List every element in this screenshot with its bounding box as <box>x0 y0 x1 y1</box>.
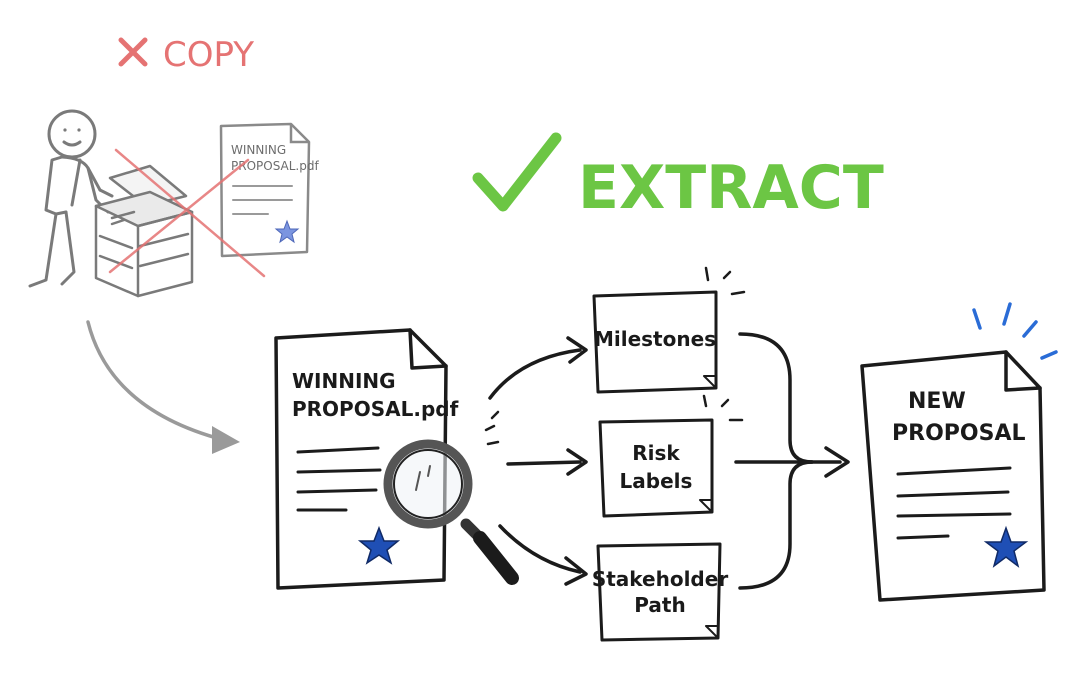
note-risk-line1: Risk <box>632 441 680 465</box>
copy-doc-line1: WINNING <box>231 143 286 157</box>
note-milestones-line1: Milestones <box>594 327 716 351</box>
extract-arrows <box>488 336 588 586</box>
rejected-cross-icon <box>108 148 266 278</box>
new-doc-star-icon <box>983 525 1029 568</box>
new-proposal-document: NEW PROPOSAL <box>860 302 1058 602</box>
new-doc-line1: NEW <box>908 389 966 414</box>
source-doc-star-icon <box>357 525 401 565</box>
copy-doc-star-icon <box>274 219 300 244</box>
sticky-note-stakeholder-path: Stakeholder Path <box>592 542 729 642</box>
spark-marks <box>484 410 500 446</box>
note-risk-line2: Labels <box>620 469 693 493</box>
copy-document-icon: WINNING PROPOSAL.pdf <box>219 122 319 258</box>
copy-label: COPY <box>163 35 254 75</box>
blue-spark-marks <box>972 302 1058 360</box>
photocopier-icon <box>94 164 194 298</box>
check-mark-icon <box>472 132 562 212</box>
merge-arrow <box>734 332 850 590</box>
sticky-note-risk-labels: Risk Labels <box>598 394 744 518</box>
arrow-to-risk-labels <box>506 460 582 466</box>
x-mark-icon <box>118 37 148 67</box>
magnifier-icon <box>383 439 519 585</box>
extract-heading: EXTRACT <box>472 132 884 223</box>
note-stakeholder-line1: Stakeholder <box>592 567 729 591</box>
gray-arrow-icon <box>86 320 240 454</box>
note-stakeholder-line2: Path <box>634 593 685 617</box>
copy-doc-line2: PROPOSAL.pdf <box>231 159 319 173</box>
arrow-to-stakeholder <box>498 524 582 574</box>
source-doc-line1: WINNING <box>292 369 396 393</box>
extract-label: EXTRACT <box>578 153 884 223</box>
arrow-to-milestones <box>488 348 582 400</box>
sticky-note-milestones: Milestones <box>592 266 746 394</box>
stick-figure-icon <box>28 109 114 288</box>
source-doc-line2: PROPOSAL.pdf <box>292 397 459 421</box>
copy-section: COPY <box>28 35 319 454</box>
new-doc-line2: PROPOSAL <box>892 421 1025 446</box>
